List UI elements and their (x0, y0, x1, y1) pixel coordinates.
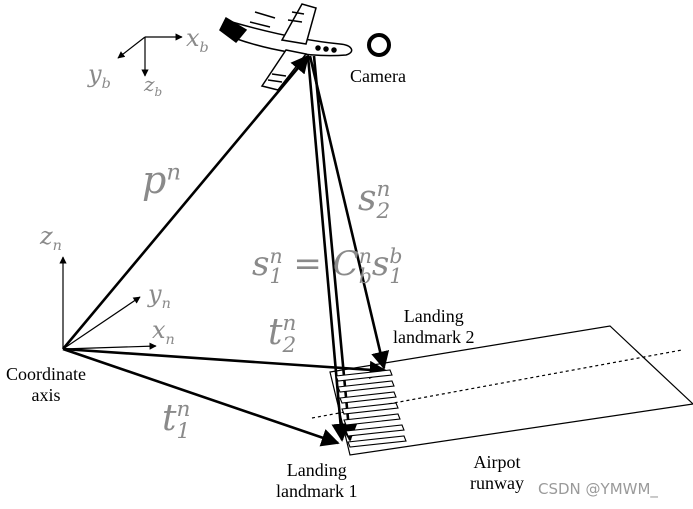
nav-z-axis-label: zn (40, 222, 62, 254)
vector-t1-n (62, 347, 340, 447)
vector-t2-n (62, 347, 388, 379)
vector-p-label: pn (142, 158, 182, 202)
landing-landmark-1-label: Landing landmark 1 (276, 460, 358, 501)
airplane-icon (219, 3, 353, 91)
nav-frame-axes (59, 256, 157, 350)
nav-x-axis-label: xn (152, 316, 175, 348)
vectors (62, 54, 390, 447)
runway-label: Airpot runway (470, 452, 524, 493)
body-z-axis-label: zb (144, 72, 163, 99)
body-frame-axes (117, 33, 183, 77)
nav-y-axis-label: yn (148, 280, 171, 312)
vector-s2-n (308, 55, 390, 370)
camera-icon (367, 33, 391, 57)
camera-label: Camera (350, 66, 406, 86)
runway (311, 325, 693, 456)
body-y-axis-label: yb (88, 60, 111, 92)
coordinate-axis-label: Coordinate axis (6, 364, 86, 405)
runway-stripes (335, 369, 407, 448)
watermark: CSDN @YMWM_ (538, 480, 658, 498)
body-x-axis-label: xb (186, 24, 209, 56)
landing-landmark-2-label: Landing landmark 2 (393, 306, 475, 347)
vector-p-n (62, 54, 310, 350)
